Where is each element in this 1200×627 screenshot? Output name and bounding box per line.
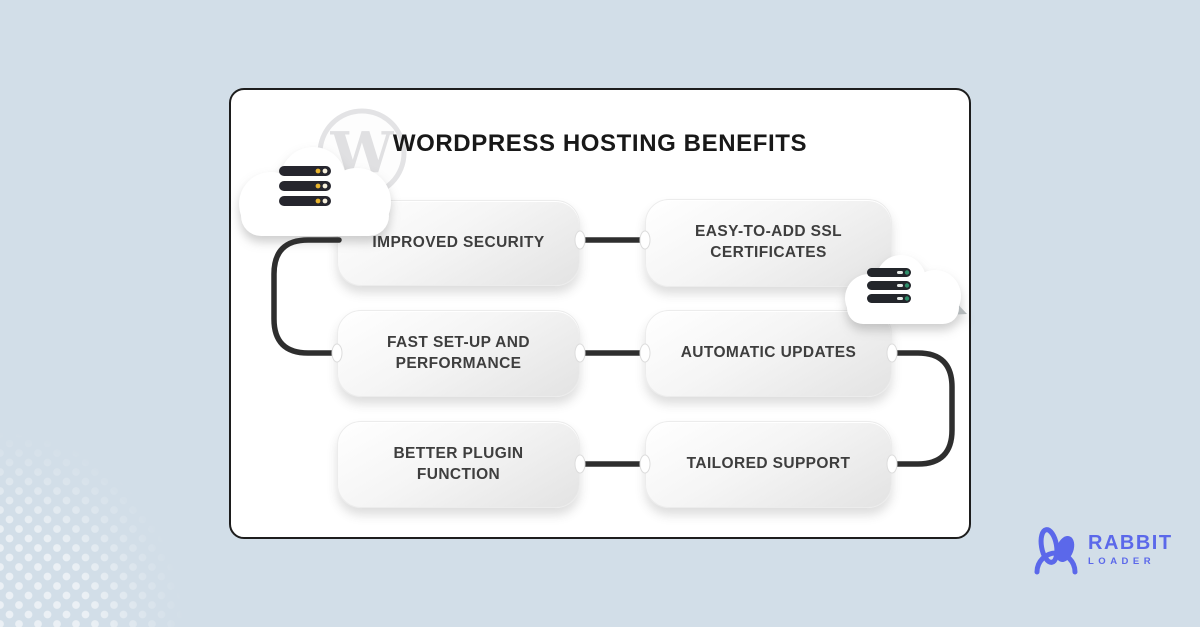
brand-subname: LOADER: [1088, 556, 1156, 567]
connector-right-curve: [887, 350, 955, 467]
benefit-box-better-plugin: BETTER PLUGIN FUNCTION: [337, 421, 580, 508]
connector-left-curve: [271, 237, 342, 356]
dotted-texture: [0, 377, 235, 627]
benefit-label: BETTER PLUGIN FUNCTION: [393, 444, 524, 483]
page-title: WORDPRESS HOSTING BENEFITS: [392, 130, 808, 157]
connector-lines: [271, 230, 955, 474]
cloud-server-icon-left: [239, 147, 391, 236]
rabbit-ears-icon: [1034, 527, 1078, 575]
benefit-box-tailored-support: TAILORED SUPPORT: [645, 421, 892, 508]
benefit-label: EASY-TO-ADD SSL CERTIFICATES: [695, 223, 842, 261]
rabbitloader-logo: RABBIT LOADER: [1030, 524, 1173, 578]
server-stack-icon: [867, 268, 911, 303]
benefit-label: FAST SET-UP AND PERFORMANCE: [387, 333, 530, 372]
cloud-server-icon-right: [845, 255, 967, 324]
benefit-label: IMPROVED SECURITY: [372, 233, 545, 251]
benefit-box-automatic-updates: AUTOMATIC UPDATES: [645, 310, 892, 397]
benefit-box-ssl-certificates: EASY-TO-ADD SSL CERTIFICATES: [645, 199, 892, 287]
benefit-label: AUTOMATIC UPDATES: [680, 344, 857, 362]
connector-nubs: [331, 230, 898, 474]
brand-name: RABBIT: [1088, 532, 1173, 554]
benefit-box-fast-setup: FAST SET-UP AND PERFORMANCE: [337, 310, 580, 397]
infographic-card: W WORDPRESS HOSTING BENEFITS IMPROVED SE…: [229, 88, 971, 539]
server-stack-icon: [279, 166, 331, 206]
benefit-label: TAILORED SUPPORT: [686, 455, 851, 473]
